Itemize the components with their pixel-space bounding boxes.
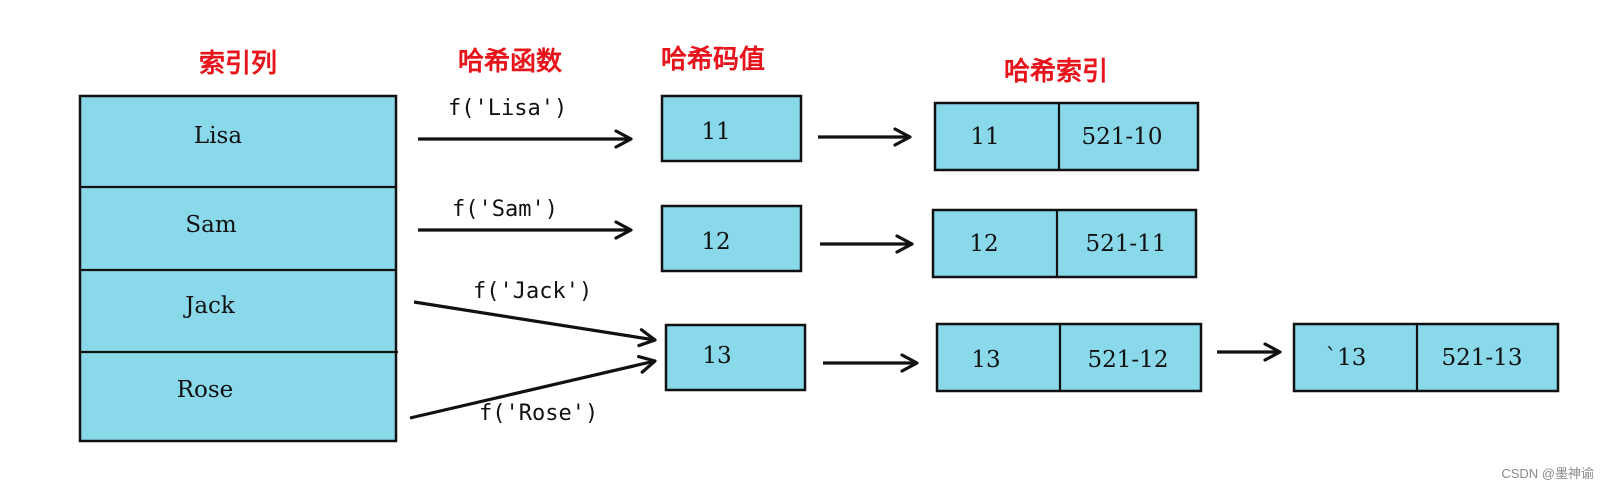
hash-function-label-jack: f('Jack'): [473, 279, 592, 304]
entry-pointer: 521-11: [1086, 231, 1167, 257]
hash-index-entries: 11 521-10 12 521-11 13 521-12 `13 521-13: [931, 101, 1560, 393]
entry-key: `13: [1326, 345, 1367, 371]
hash-value-box: [660, 204, 803, 273]
hash-function-label-sam: f('Sam'): [452, 197, 558, 222]
index-row-sam: Sam: [185, 212, 236, 238]
hash-index-entry: 13 521-12: [935, 322, 1203, 393]
hash-value-12: 12: [701, 229, 730, 255]
heading-hash-value: 哈希码值: [661, 44, 765, 75]
index-row-lisa: Lisa: [194, 123, 242, 149]
index-column-table: Lisa Sam Jack Rose: [78, 94, 398, 443]
hash-function-label-rose: f('Rose'): [479, 401, 598, 426]
entry-box: [931, 208, 1198, 279]
hash-value-13: 13: [702, 343, 731, 369]
heading-hash-function: 哈希函数: [458, 46, 563, 77]
entry-box: [1292, 322, 1560, 393]
entry-key: 11: [970, 124, 999, 150]
hash-function-label-lisa: f('Lisa'): [448, 96, 567, 121]
hash-value-box: [664, 323, 807, 392]
hash-index-entry-chained: `13 521-13: [1292, 322, 1560, 393]
heading-hash-index: 哈希索引: [1004, 56, 1108, 87]
index-column-frame: [78, 94, 398, 443]
hash-value-box: [660, 94, 803, 163]
hash-function-arrows: f('Lisa') f('Sam') f('Jack') f('Rose'): [409, 96, 657, 426]
entry-pointer: 521-13: [1442, 345, 1523, 371]
arrow-jack-to-hash: [413, 300, 657, 348]
entry-box: [933, 101, 1200, 172]
entry-pointer: 521-10: [1082, 124, 1163, 150]
hash-index-entry: 11 521-10: [933, 101, 1200, 172]
hash-index-arrows: [818, 127, 1282, 373]
index-row-jack: Jack: [183, 293, 236, 319]
entry-pointer: 521-12: [1088, 347, 1169, 373]
index-row-rose: Rose: [177, 377, 234, 403]
entry-key: 12: [969, 231, 998, 257]
heading-index-column: 索引列: [199, 49, 277, 79]
entry-box: [935, 322, 1203, 393]
hash-index-entry: 12 521-11: [931, 208, 1198, 279]
hash-value-boxes: 11 12 13: [660, 94, 807, 392]
hash-value-11: 11: [701, 119, 730, 145]
entry-key: 13: [971, 347, 1000, 373]
watermark: CSDN @墨神谕: [1501, 466, 1594, 481]
arrow-rose-to-hash: [409, 355, 657, 420]
